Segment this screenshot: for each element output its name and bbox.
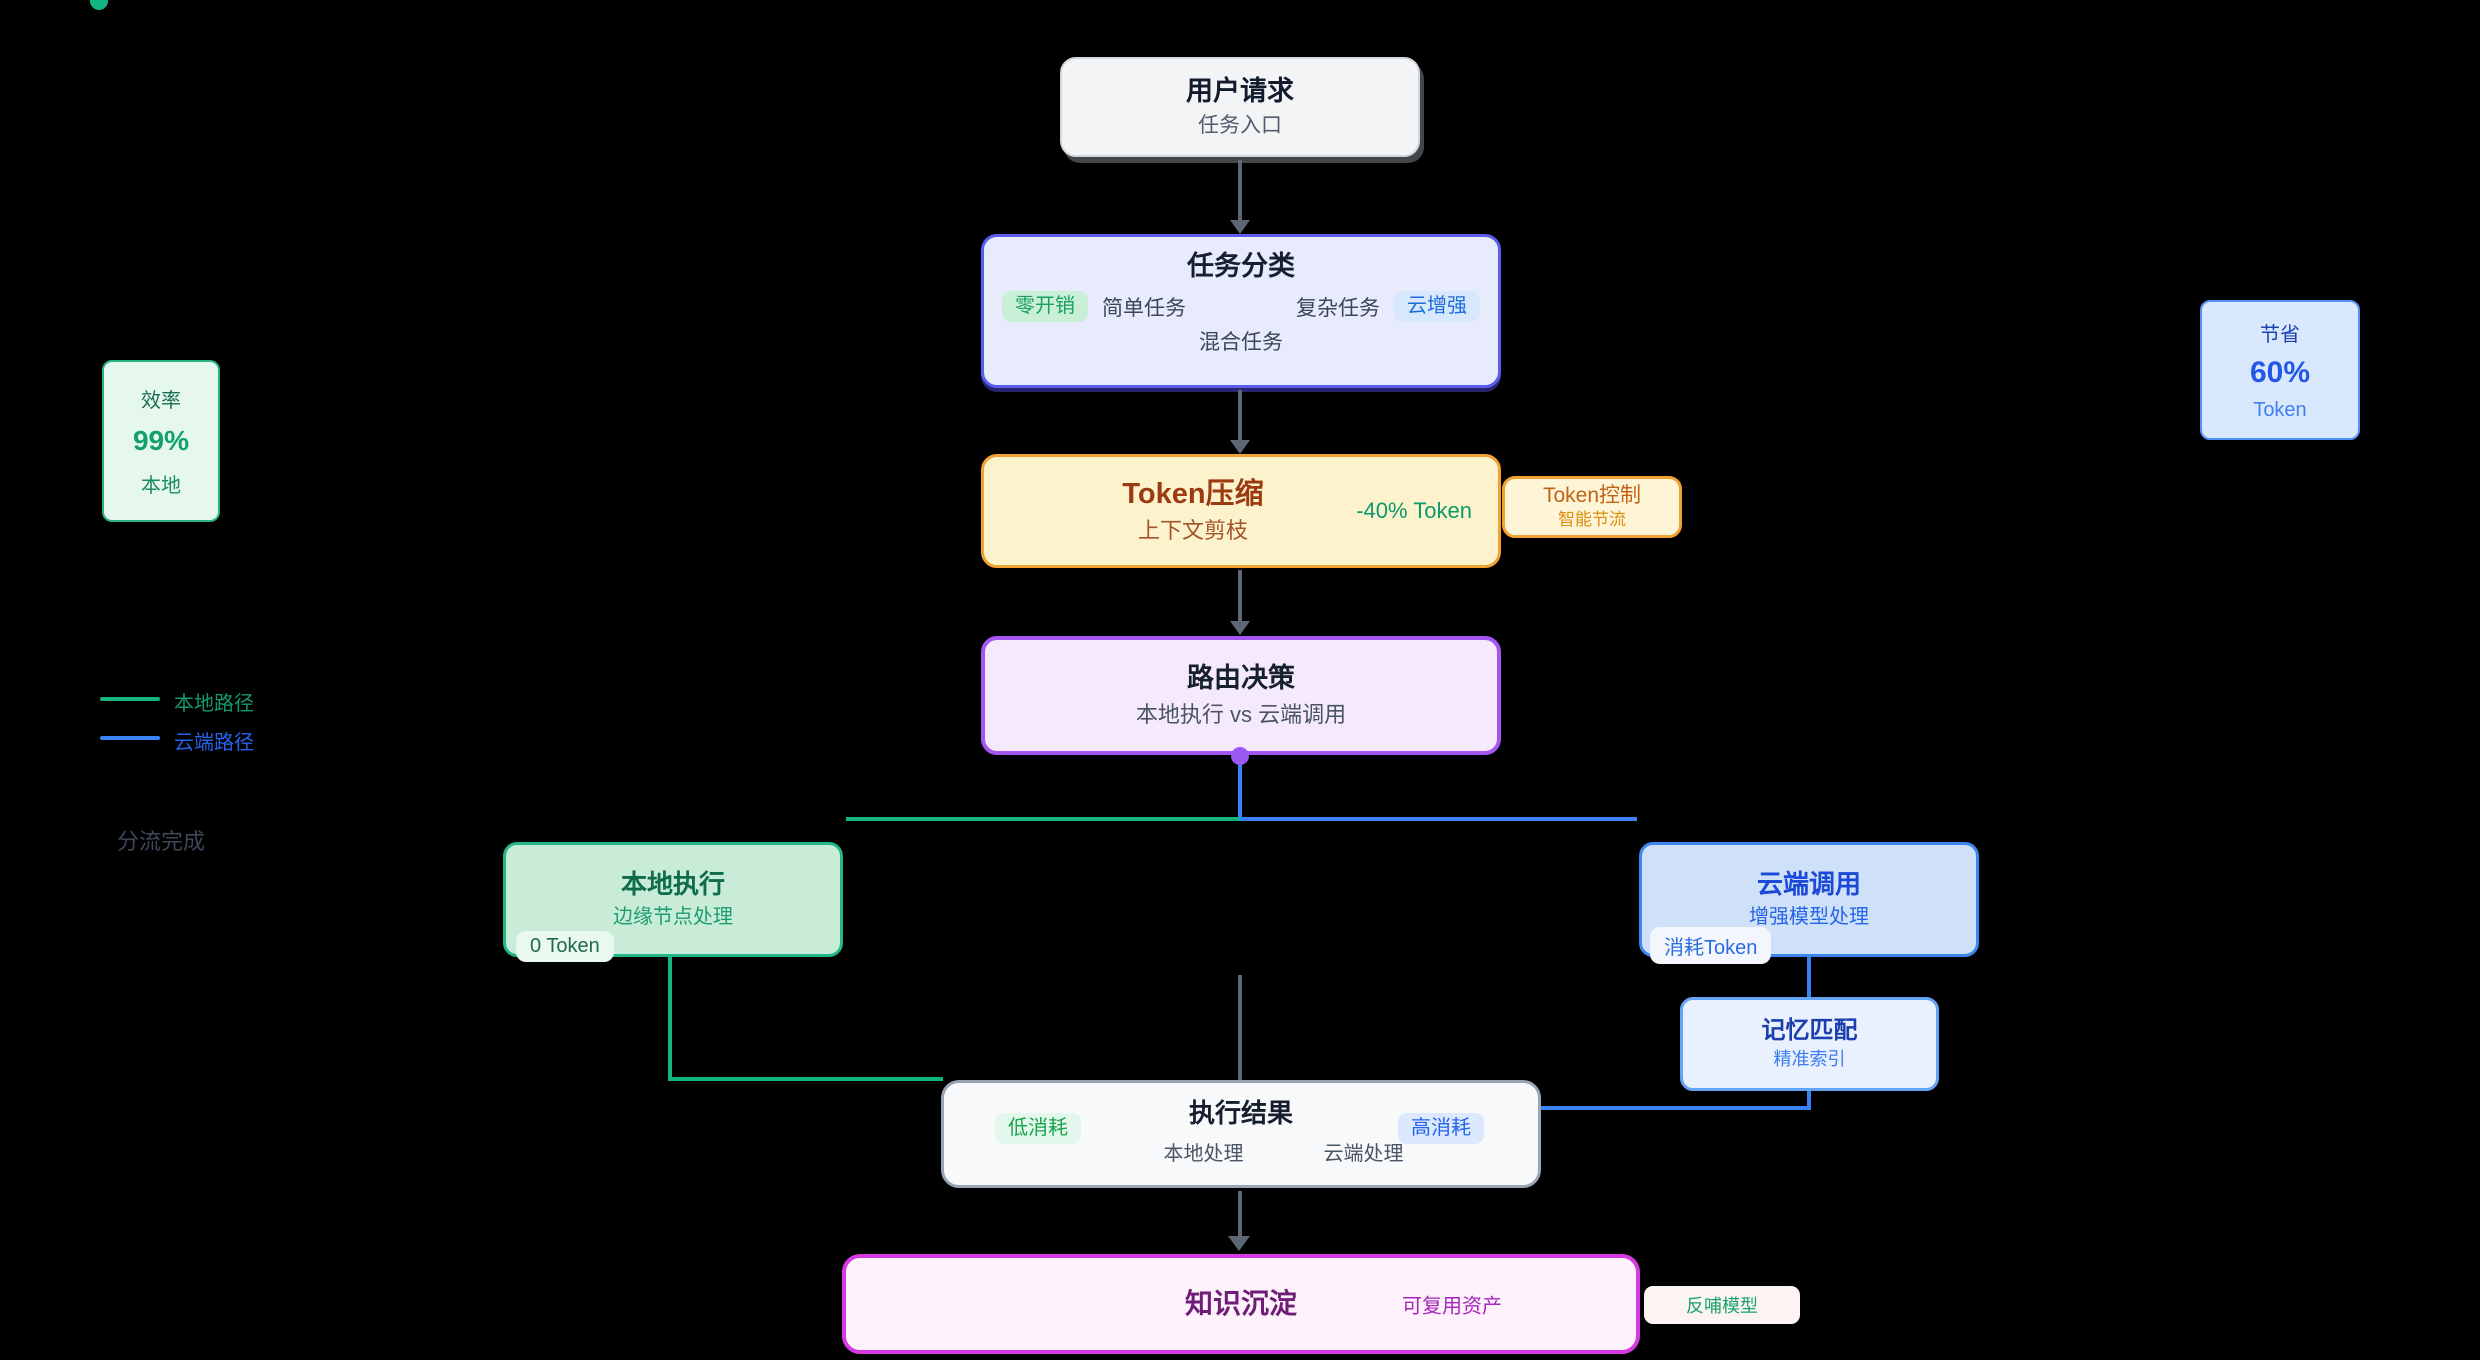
stat-unit: Token [2253,399,2307,421]
node-cloud-call: 云端调用 增强模型处理 消耗Token [1639,842,1979,964]
legend-local-line [100,697,160,701]
stat-card-efficiency: 效率 99% 本地 [102,360,220,522]
local-path-vertical [668,957,672,1081]
node-title: 记忆匹配 [1761,1017,1858,1045]
node-exec-result: 执行结果 低消耗 高消耗 本地处理 云端处理 [941,1080,1541,1188]
arrow-down-icon [1230,220,1250,234]
badge-low-consumption: 低消耗 [995,1113,1081,1144]
cloud-path-vertical-2 [1807,1091,1811,1110]
stat-card-savings: 节省 60% Token [2200,300,2360,440]
connector-down [1238,160,1242,220]
legend-cloud-line [100,736,160,740]
branch-dot [1231,747,1249,765]
node-title: 知识沉淀 [1184,1287,1297,1319]
node-subtitle: 本地执行 vs 云端调用 [1135,701,1347,727]
task-type-simple: 简单任务 [1102,296,1186,320]
connector-down [1238,975,1242,1080]
stat-value: 60% [2249,356,2311,389]
node-subtitle: 任务入口 [1198,113,1282,137]
badge-cloud-enhance: 云增强 [1394,291,1480,323]
task-type-mixed: 混合任务 [1199,331,1283,355]
arrow-down-icon [1230,621,1250,635]
badge-zero-token: 0 Token [516,931,614,962]
connector-down [1238,390,1242,441]
feedback-label-text: 反哺模型 [1686,1296,1758,1316]
legend-cloud-label: 云端路径 [174,732,254,754]
node-user-request: 用户请求 任务入口 [1060,57,1420,157]
cloud-path-vertical-1 [1807,957,1811,997]
result-local: 本地处理 [1163,1142,1244,1165]
node-local-exec: 本地执行 边缘节点处理 0 Token [503,842,843,962]
stat-label: 效率 [141,390,181,412]
classification-row: 零开销 简单任务 复杂任务 云增强 [984,291,1498,323]
branch-line-local [846,817,1240,821]
legend-local-label: 本地路径 [174,693,254,715]
node-subtitle: 上下文剪枝 [1137,517,1248,543]
stat-unit: 本地 [141,475,181,497]
node-title: Token控制 [1542,483,1642,507]
node-title: Token压缩 [1122,477,1264,510]
stat-label: 节省 [2260,324,2300,346]
cloud-path-horizontal [1541,1106,1811,1110]
node-title: 执行结果 [1188,1098,1293,1128]
arrow-down-icon [1230,440,1250,454]
token-reduction-metric: -40% Token [1356,498,1472,523]
node-memory-match: 记忆匹配 精准索引 [1680,997,1939,1091]
node-title: 云端调用 [1756,869,1861,900]
badge-consume-token: 消耗Token [1650,927,1772,964]
connector-down [1238,1191,1242,1236]
branch-stem-blue [1238,756,1242,819]
feedback-model-label: 反哺模型 [1644,1286,1800,1324]
node-token-compress: Token压缩 上下文剪枝 -40% Token [981,454,1501,568]
result-row: 本地处理 云端处理 [1164,1137,1404,1166]
node-subtitle: 精准索引 [1773,1049,1846,1069]
badge-zero-cost: 零开销 [1002,291,1088,323]
arrow-down-icon [1228,1236,1250,1251]
node-subtitle: 智能节流 [1558,509,1626,529]
node-title: 用户请求 [1186,75,1294,106]
node-route-decision: 路由决策 本地执行 vs 云端调用 [981,636,1501,755]
local-path-horizontal [668,1077,943,1081]
task-type-complex: 复杂任务 [1296,296,1380,320]
status-text: 分流完成 [117,829,206,854]
reusable-asset-note: 可复用资产 [1402,1295,1502,1318]
result-cloud: 云端处理 [1323,1142,1404,1165]
node-subtitle: 增强模型处理 [1749,905,1869,928]
stat-value: 99% [132,425,190,456]
badge-high-consumption: 高消耗 [1398,1113,1484,1144]
node-token-control: Token控制 智能节流 [1502,476,1682,538]
green-dot [90,0,108,10]
node-task-classify: 任务分类 零开销 简单任务 复杂任务 云增强 混合任务 [981,234,1501,388]
node-title: 路由决策 [1187,662,1295,693]
node-title: 本地执行 [620,869,725,900]
branch-line-cloud [1240,817,1637,821]
node-subtitle: 边缘节点处理 [613,905,733,928]
node-knowledge: 知识沉淀 可复用资产 [842,1254,1640,1354]
node-title: 任务分类 [1187,251,1295,281]
connector-down [1238,570,1242,622]
